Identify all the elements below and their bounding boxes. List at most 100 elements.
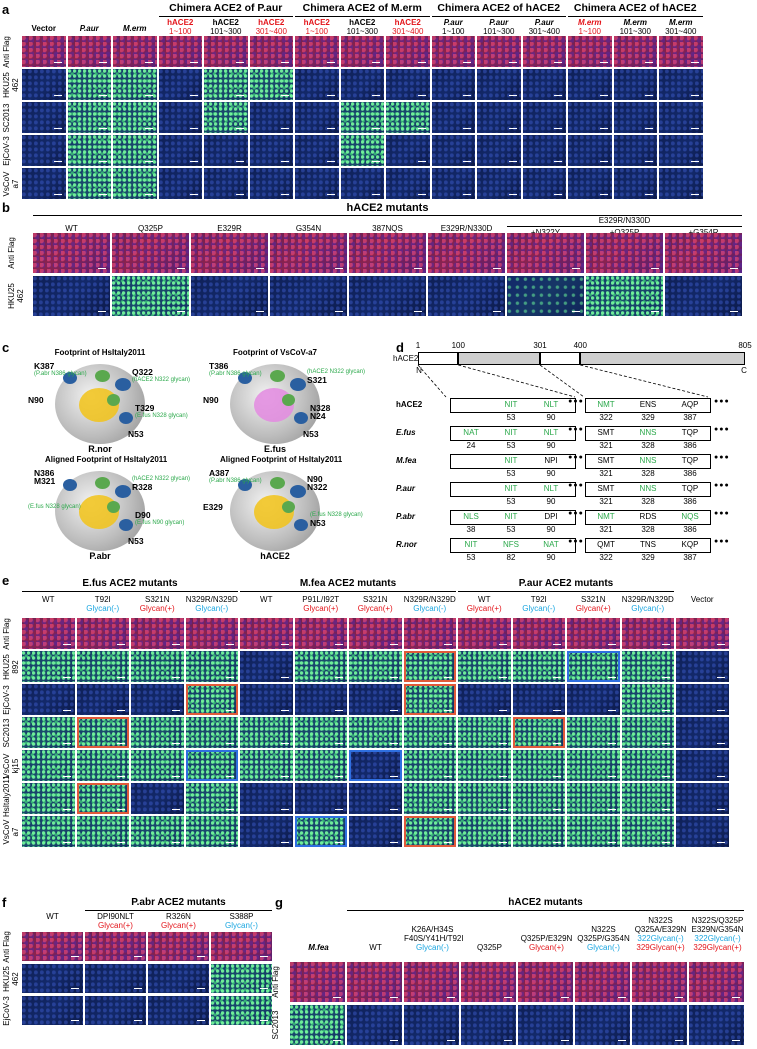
micrograph-tile — [567, 618, 620, 649]
column-label-line2: Glycan(+) — [139, 604, 175, 613]
micrograph-tile — [295, 36, 339, 67]
group-rule — [568, 16, 703, 17]
motif: NIT — [504, 512, 518, 521]
scale-bar — [197, 1019, 205, 1021]
scale-bar — [98, 310, 106, 312]
column-label: WT — [240, 595, 293, 604]
micrograph-tile — [659, 36, 703, 67]
group-rule — [458, 591, 674, 592]
scale-bar — [498, 676, 507, 678]
scale-bar — [326, 61, 335, 63]
ellipsis: ●●● — [568, 398, 584, 405]
micrograph-tile — [507, 276, 584, 316]
scale-bar — [190, 193, 198, 195]
scale-bar — [190, 94, 198, 96]
scale-bar — [226, 709, 234, 711]
motif: NNS — [639, 456, 657, 465]
column-label-line1: Vector — [690, 595, 714, 604]
micrograph-tile — [518, 962, 573, 1002]
residue-label: N90 — [28, 395, 44, 405]
scale-bar — [447, 1039, 455, 1041]
scale-bar — [508, 94, 517, 96]
micrograph-tile — [113, 102, 157, 133]
residue-label: N53 — [303, 429, 319, 439]
scale-bar — [732, 996, 740, 998]
column-label-line2: Glycan(+) — [98, 921, 133, 930]
motif: NLT — [543, 428, 559, 437]
micrograph-tile — [676, 684, 729, 715]
micrograph-tile — [22, 684, 75, 715]
protein-name: hACE2 — [393, 354, 419, 363]
micrograph-tile — [522, 168, 566, 199]
residue-label: N53 — [310, 518, 326, 528]
motif: AQP — [681, 400, 699, 409]
scale-bar — [675, 996, 683, 998]
glycan — [294, 412, 308, 424]
column-label-line1: T92I — [530, 595, 547, 604]
glycan-green — [107, 501, 120, 513]
scale-bar — [235, 160, 244, 162]
micrograph-tile — [85, 996, 146, 1025]
scale-bar — [177, 267, 185, 269]
micrograph-tile — [131, 684, 184, 715]
group-rule — [295, 16, 430, 17]
scale-bar — [390, 996, 398, 998]
domain-segment — [418, 352, 459, 365]
micrograph-tile — [428, 233, 505, 273]
column-label-line: K26A/H34S — [411, 925, 454, 934]
residue-number: 90 — [546, 525, 556, 534]
residue-label: (E.fus N328 glycan) — [310, 512, 363, 518]
glycan-green — [270, 477, 285, 489]
micrograph-tile — [211, 932, 272, 961]
scale-tick: 100 — [451, 341, 465, 350]
column-label-line: N322S — [591, 925, 616, 934]
row-label: Anti Flag — [2, 930, 11, 963]
scale-bar — [256, 267, 264, 269]
micrograph-tile — [676, 618, 729, 649]
micrograph-tile — [112, 233, 189, 273]
glycan — [294, 519, 308, 531]
column-label-line1: N329R/N329D — [185, 595, 238, 604]
micrograph-tile — [295, 102, 339, 133]
ace2-surface — [230, 364, 320, 444]
column-label-line1: WT — [42, 595, 55, 604]
micrograph-tile — [477, 168, 521, 199]
residue-number: 321 — [599, 469, 613, 478]
column-label: WT — [347, 943, 404, 952]
scale-bar — [144, 61, 153, 63]
micrograph-tile — [33, 233, 110, 273]
group-header: E.fus ACE2 mutants — [82, 578, 178, 589]
column-label-line1: hACE2 — [167, 18, 194, 27]
micrograph-tile — [621, 750, 674, 781]
micrograph-tile — [340, 102, 384, 133]
scale-bar — [144, 94, 153, 96]
column-label-line: 329Glycan(+) — [636, 943, 685, 952]
micrograph-tile — [512, 717, 565, 748]
scale-tick: 301 — [533, 341, 547, 350]
column-label-line2: Glycan(-) — [225, 921, 258, 930]
micrograph-tile — [632, 962, 687, 1002]
scale-bar — [493, 310, 501, 312]
micrograph-tile — [33, 276, 110, 316]
motif: NMT — [597, 512, 615, 521]
scale-bar — [732, 1039, 740, 1041]
micrograph-tile — [567, 816, 620, 847]
scale-bar — [117, 775, 125, 777]
sequence-box-left — [450, 454, 576, 469]
motif: DPI — [544, 512, 558, 521]
scale-bar — [504, 996, 512, 998]
residue-number: 321 — [599, 497, 613, 506]
scale-bar — [171, 709, 180, 711]
glycan-green — [270, 370, 285, 382]
scale-bar — [508, 127, 517, 129]
motif: NPI — [544, 456, 558, 465]
scale-bar — [508, 61, 517, 63]
residue-number: 329 — [641, 553, 655, 562]
micrograph-tile — [349, 276, 426, 316]
column-label-line: WT — [369, 943, 382, 952]
